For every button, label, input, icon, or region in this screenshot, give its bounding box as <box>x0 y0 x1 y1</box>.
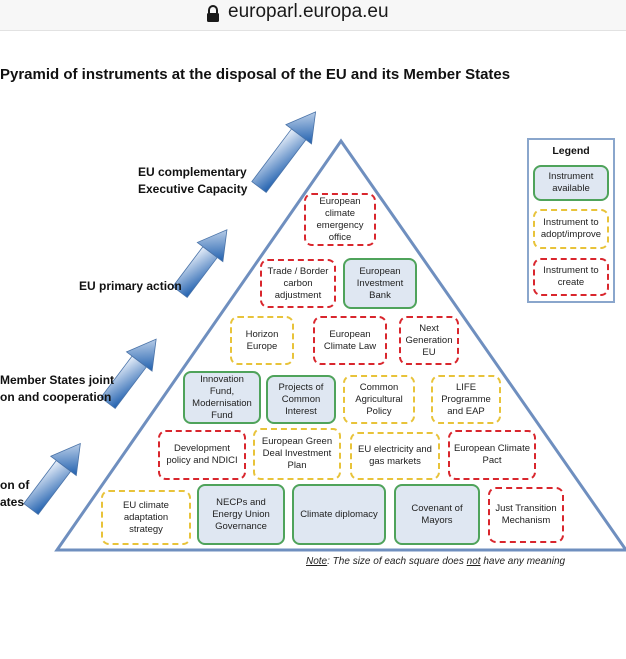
legend: Legend Instrument available Instrument t… <box>527 138 615 303</box>
box-innovation-modernisation-fund: Innovation Fund, Modernisation Fund <box>183 371 261 424</box>
box-just-transition-mechanism: Just Transition Mechanism <box>488 487 564 543</box>
box-european-climate-emergency-office: European climate emergency office <box>304 193 376 246</box>
lock-icon <box>207 5 219 22</box>
note-text: : The size of each square does <box>327 556 467 567</box>
legend-adopt-improve: Instrument to adopt/improve <box>533 209 609 249</box>
level-label-line: EU complementary <box>138 165 247 179</box>
level-label-executive: EU complementary Executive Capacity <box>138 164 247 198</box>
level-label-primary: EU primary action <box>79 278 182 295</box>
arrow-icon <box>251 111 317 193</box>
level-label-line: ates <box>0 495 25 509</box>
box-horizon-europe: Horizon Europe <box>230 316 294 365</box>
box-eu-electricity-gas-markets: EU electricity and gas markets <box>350 432 440 480</box>
box-climate-diplomacy: Climate diplomacy <box>292 484 386 545</box>
legend-available: Instrument available <box>533 165 609 201</box>
note-emphasis: not <box>466 556 481 567</box>
box-european-climate-law: European Climate Law <box>313 316 387 365</box>
box-projects-of-common-interest: Projects of Common Interest <box>266 375 336 424</box>
box-covenant-of-mayors: Covenant of Mayors <box>394 484 480 545</box>
level-label-national: on of ates <box>0 477 29 511</box>
box-green-deal-investment-plan: European Green Deal Investment Plan <box>253 428 341 480</box>
level-label-line: on of <box>0 478 30 492</box>
box-development-policy-ndici: Development policy and NDICI <box>158 430 246 480</box>
box-eu-climate-adaptation-strategy: EU climate adaptation strategy <box>101 490 191 545</box>
level-label-line: EU primary action <box>79 279 182 293</box>
box-next-generation-eu: Next Generation EU <box>399 316 459 365</box>
arrow-icon <box>23 442 81 515</box>
level-label-line: Executive Capacity <box>138 182 248 196</box>
box-necps-energy-union-governance: NECPs and Energy Union Governance <box>197 484 285 545</box>
box-european-climate-pact: European Climate Pact <box>448 430 536 480</box>
box-common-agricultural-policy: Common Agricultural Policy <box>343 375 415 424</box>
note-text: have any meaning <box>480 556 566 567</box>
box-european-investment-bank: European Investment Bank <box>343 258 417 309</box>
box-life-programme-eap: LIFE Programme and EAP <box>431 375 501 424</box>
note-prefix: Note <box>306 556 328 567</box>
legend-title: Legend <box>552 145 590 157</box>
level-label-line: on and cooperation <box>0 390 112 404</box>
ascending-arrows <box>23 111 317 515</box>
url-text[interactable]: europarl.europa.eu <box>228 1 389 22</box>
level-label-line: Member States joint <box>0 373 115 387</box>
legend-create: Instrument to create <box>533 258 609 296</box>
figure-title: Pyramid of instruments at the disposal o… <box>0 66 511 83</box>
arrow-icon <box>100 338 157 409</box>
level-label-member-states: Member States joint on and cooperation <box>0 372 114 406</box>
browser-url-bar[interactable]: europarl.europa.eu <box>0 0 626 31</box>
box-trade-border-carbon-adjustment: Trade / Border carbon adjustment <box>260 259 336 308</box>
size-note: Note: The size of each square does not h… <box>306 556 565 567</box>
arrow-icon <box>172 229 228 298</box>
